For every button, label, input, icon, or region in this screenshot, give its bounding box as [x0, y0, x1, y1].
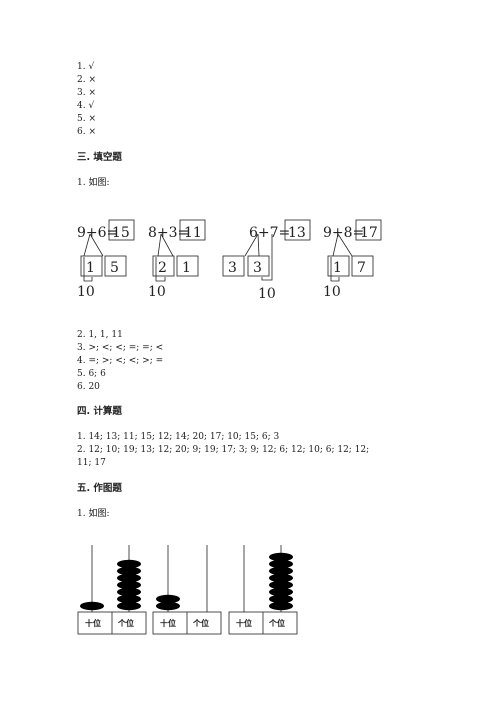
calc-answer-2-cont: 11; 17	[77, 458, 106, 468]
abacus-3-tens-label: 十位	[236, 618, 252, 628]
judge-answer-6: 6. ×	[77, 127, 96, 137]
abacus-1-tens-bead	[80, 601, 104, 611]
section-title-draw: 五. 作图题	[77, 483, 122, 494]
decomp-box-3b: 3	[253, 260, 262, 276]
question-label: 1. 如图:	[77, 178, 110, 188]
decomp-result-2: 11	[184, 225, 202, 241]
abacus-3-ones-label: 个位	[268, 618, 285, 628]
decomp-expr-2: 8+3=	[148, 225, 189, 241]
abacus-1-ones-bead	[117, 559, 141, 569]
judge-answer-4: 4. √	[77, 101, 95, 111]
abacus-2-ones-label: 个位	[192, 618, 209, 628]
abacus-2-tens-label: 十位	[160, 618, 176, 628]
fill-answer-5: 5. 6; 6	[77, 369, 106, 379]
abacus-2-tens-bead	[156, 594, 180, 604]
abacus-3-ones-bead	[269, 552, 293, 562]
abacus-3-ones-bead	[269, 559, 293, 569]
fill-answer-4: 4. =; >; <; <; >; =	[77, 356, 164, 366]
abacus-1-ones-bead	[117, 580, 141, 590]
calc-answer-2: 2. 12; 10; 19; 13; 12; 20; 9; 19; 17; 3;…	[77, 445, 370, 455]
decomp-box-4a: 1	[333, 260, 342, 276]
decomp-ten-4: 10	[323, 284, 341, 300]
judge-answer-2: 2. ×	[77, 75, 96, 85]
decomp-box-3a: 3	[228, 260, 237, 276]
decomp-box-1b: 5	[110, 260, 119, 276]
abacus-1-ones-bead	[117, 587, 141, 597]
decomp-result-3: 13	[288, 225, 306, 241]
judge-answer-3: 3. ×	[77, 88, 96, 98]
decomp-expr-1: 9+6=	[77, 225, 118, 241]
judge-answer-1: 1. √	[77, 62, 95, 72]
abacus-2-tens-bead	[156, 601, 180, 611]
judge-answer-5: 5. ×	[77, 114, 96, 124]
decomp-box-2a: 2	[158, 260, 167, 276]
section-title-fill: 三. 填空题	[77, 152, 122, 163]
decomp-result-4: 17	[360, 225, 378, 241]
decomp-ten-3: 10	[258, 286, 276, 302]
abacus-1-tens-label: 十位	[85, 618, 101, 628]
decomp-ten-1: 10	[77, 284, 95, 300]
decomp-ten-2: 10	[148, 284, 166, 300]
abacus-1-ones-bead	[117, 594, 141, 604]
abacus-3-ones-bead	[269, 594, 293, 604]
decomp-box-1a: 1	[86, 260, 95, 276]
decomp-expr-3: 6+7=	[249, 225, 290, 241]
decomp-box-4b: 7	[357, 260, 366, 276]
abacus-3-ones-bead	[269, 601, 293, 611]
question-label-draw: 1. 如图:	[77, 509, 110, 519]
abacus-1-ones-bead	[117, 566, 141, 576]
calc-answer-1: 1. 14; 13; 11; 15; 12; 14; 20; 17; 10; 1…	[77, 432, 280, 442]
fill-answer-2: 2. 1, 1, 11	[77, 330, 123, 340]
abacus-1-ones-bead	[117, 601, 141, 611]
abacus-3-ones-bead	[269, 580, 293, 590]
abacus-1-ones-bead	[117, 573, 141, 583]
abacus-3-ones-bead	[269, 587, 293, 597]
fill-answer-3: 3. >; <; <; =; =; <	[77, 343, 164, 353]
abacus-3-ones-bead	[269, 573, 293, 583]
decomp-box-2b: 1	[182, 260, 191, 276]
decomp-result-1: 15	[112, 225, 130, 241]
abacus-1-ones-label: 个位	[117, 618, 134, 628]
section-title-calc: 四. 计算题	[77, 406, 122, 417]
abacus-3-ones-bead	[269, 566, 293, 576]
fill-answer-6: 6. 20	[77, 382, 100, 392]
decomp-expr-4: 9+8=	[323, 225, 364, 241]
